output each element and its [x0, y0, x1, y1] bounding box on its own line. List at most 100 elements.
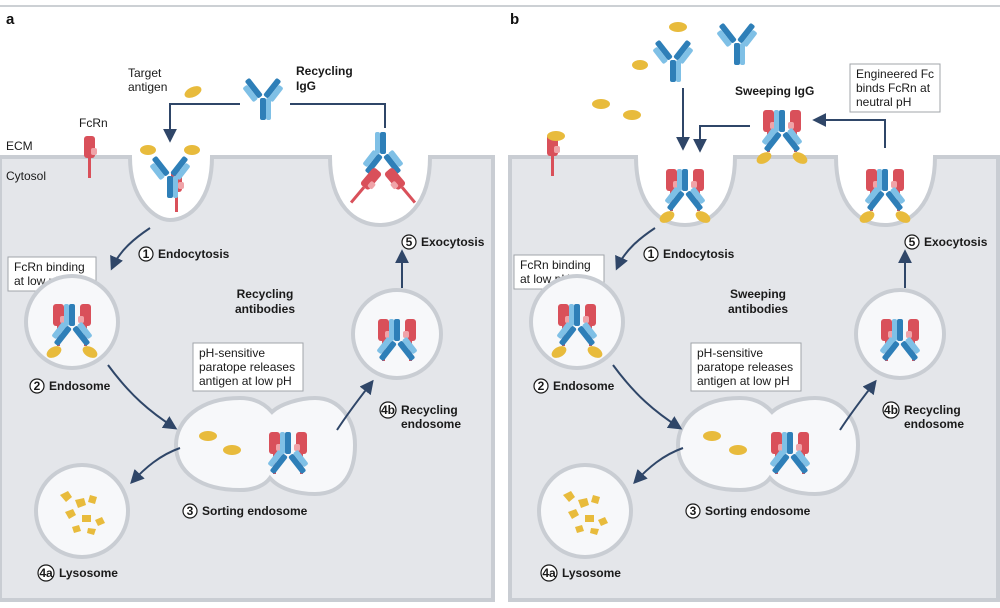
step-2-label: Endosome	[49, 379, 111, 393]
sorting-endosome	[173, 395, 358, 497]
panel-b: b Sweeping IgG Engineered Fc binds FcRn …	[508, 11, 1000, 602]
ph-sensitive-line3: antigen at low pH	[697, 374, 790, 388]
arrow-exo-to-complex	[812, 113, 886, 148]
antigen	[669, 22, 687, 32]
engineered-line2: binds FcRn at	[856, 81, 931, 95]
step-3-badge	[182, 503, 198, 519]
recycling-antibodies-line2: antibodies	[235, 302, 295, 316]
step-1-label: Endocytosis	[663, 247, 735, 261]
recycling-igg-line2: IgG	[296, 79, 316, 93]
arrow-3-to-4b	[336, 379, 374, 431]
step-5-label: Exocytosis	[924, 235, 988, 249]
step-4b-num: 4b	[884, 403, 898, 417]
ph-sensitive-line2: paratope releases	[199, 360, 295, 374]
antigen	[184, 86, 202, 98]
degraded-antigen	[60, 491, 105, 535]
step-5-badge	[904, 234, 920, 250]
step-1-num: 1	[648, 247, 655, 261]
step-5-badge	[401, 234, 417, 250]
step-4b-label1: Recycling	[401, 403, 458, 417]
ph-sensitive-line2: paratope releases	[697, 360, 793, 374]
engineered-line3: neutral pH	[856, 95, 911, 109]
cytosol-label: Cytosol	[6, 169, 46, 183]
step-1-label: Endocytosis	[158, 247, 230, 261]
endocytosis-complex	[140, 145, 200, 212]
ph-sensitive-line1: pH-sensitive	[697, 346, 763, 360]
exocytosis-complex	[346, 132, 420, 208]
step-4b-label2: endosome	[401, 417, 461, 431]
step-3-badge	[685, 503, 701, 519]
step-4a-badge	[37, 564, 55, 582]
step-2-badge	[533, 378, 549, 394]
step-2-label: Endosome	[553, 379, 615, 393]
recycling-igg	[239, 77, 287, 120]
step-4b-label2: endosome	[904, 417, 964, 431]
ecm-label: ECM	[6, 139, 33, 153]
step-4a-label: Lysosome	[59, 566, 118, 580]
engineered-fc-box	[849, 63, 941, 113]
fcrn-binding-line1: FcRn binding	[14, 260, 85, 274]
step-5-num: 5	[406, 235, 413, 249]
step-4b-badge	[882, 401, 900, 419]
ph-sensitive-box	[192, 342, 304, 392]
step-1-badge	[138, 246, 154, 262]
step-3-label: Sorting endosome	[705, 504, 811, 518]
step-1-badge	[643, 246, 659, 262]
arrow-complex-to-endo	[693, 125, 750, 153]
arrow-2-to-3	[107, 364, 178, 430]
antigen	[223, 445, 241, 455]
ph-sensitive-line3: antigen at low pH	[199, 374, 292, 388]
lysosome	[34, 463, 130, 559]
antigen	[703, 431, 721, 441]
engineered-line1: Engineered Fc	[856, 67, 934, 81]
antigen	[632, 60, 648, 70]
sorting-endosome	[675, 395, 861, 497]
step-4a-num: 4a	[39, 566, 53, 580]
step-4a-num: 4a	[542, 566, 556, 580]
antigen	[547, 131, 565, 141]
antigen	[623, 110, 641, 120]
step-5-num: 5	[909, 235, 916, 249]
arrow-3-to-4a	[633, 447, 684, 485]
arrow-1-to-2	[110, 227, 151, 271]
sweeping-igg-label: Sweeping IgG	[735, 84, 814, 98]
arrow-2-to-3	[612, 364, 683, 430]
degraded-antigen	[563, 491, 608, 535]
antigen	[199, 431, 217, 441]
target-antigen-line2: antigen	[128, 80, 167, 94]
step-1-num: 1	[143, 247, 150, 261]
antigen	[592, 99, 610, 109]
fcrn-binding-line1: FcRn binding	[520, 258, 591, 272]
recycling-igg-line1: Recycling	[296, 64, 353, 78]
panel-a: a ECM Cytosol FcRn Target antigen Recycl…	[0, 11, 495, 602]
endocytosis-complex	[658, 169, 713, 225]
step-4a-badge	[540, 564, 558, 582]
panel-b-letter: b	[510, 11, 519, 28]
ph-sensitive-box	[690, 342, 802, 392]
step-2-num: 2	[538, 379, 545, 393]
step-2-badge	[29, 378, 45, 394]
step-4b-badge	[379, 401, 397, 419]
sweeping-antibodies-line2: antibodies	[728, 302, 788, 316]
arrow-igg-to-endo	[163, 103, 240, 143]
sweeping-antibodies-line1: Sweeping	[730, 287, 786, 301]
sweeping-igg-top-right	[713, 22, 761, 66]
step-4a-label: Lysosome	[562, 566, 621, 580]
arrow-3-to-4b	[839, 379, 877, 431]
target-antigen-line1: Target	[128, 66, 162, 80]
arrow-exo-to-igg	[290, 103, 386, 128]
recycling-antibodies-line1: Recycling	[237, 287, 294, 301]
fcrn-label: FcRn	[79, 116, 108, 130]
step-3-label: Sorting endosome	[202, 504, 308, 518]
lysosome	[537, 463, 633, 559]
antigen	[729, 445, 747, 455]
ph-sensitive-line1: pH-sensitive	[199, 346, 265, 360]
step-3-num: 3	[690, 504, 697, 518]
arrow-3-to-4a	[130, 447, 181, 485]
arrow-1-to-2	[615, 227, 656, 271]
panel-a-letter: a	[6, 11, 15, 28]
step-2-num: 2	[34, 379, 41, 393]
step-5-label: Exocytosis	[421, 235, 485, 249]
sweeping-igg-top-left	[649, 39, 697, 82]
